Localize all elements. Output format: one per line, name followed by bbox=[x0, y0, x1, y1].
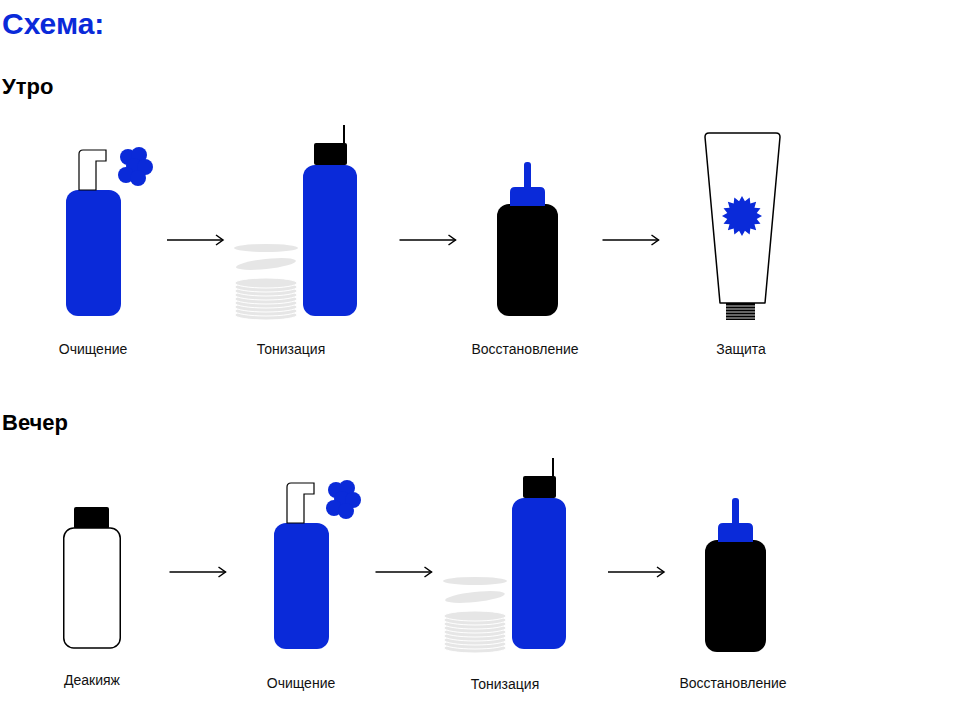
step-node: Тонизация bbox=[443, 456, 567, 695]
cream-tube-icon bbox=[703, 131, 782, 340]
flow-arrow bbox=[167, 235, 223, 245]
step-label: Очищение bbox=[267, 674, 336, 692]
step-label: Деакияж bbox=[64, 671, 120, 689]
toner-bottle-icon bbox=[443, 456, 567, 675]
step-label: Восстановление bbox=[471, 340, 578, 358]
plain-bottle-icon bbox=[63, 505, 121, 671]
dropper-bottle-icon bbox=[497, 160, 558, 340]
step-node: Восстановление bbox=[497, 160, 558, 360]
diagram-title: Схема: bbox=[2, 6, 104, 42]
step-node: Очищение bbox=[274, 478, 364, 694]
flow-arrow bbox=[603, 235, 659, 245]
flow-arrow bbox=[170, 567, 226, 577]
pump-bottle-icon bbox=[66, 145, 156, 340]
step-label: Восстановление bbox=[679, 674, 786, 692]
step-label: Тонизация bbox=[471, 675, 539, 693]
section-heading: Утро bbox=[2, 74, 53, 100]
step-node: Защита bbox=[703, 131, 782, 360]
step-label: Тонизация bbox=[257, 340, 325, 358]
flow-arrow bbox=[400, 235, 456, 245]
step-node: Тонизация bbox=[234, 123, 358, 360]
step-label: Защита bbox=[716, 340, 766, 358]
step-node: Очищение bbox=[66, 145, 156, 360]
dropper-bottle-icon bbox=[705, 496, 766, 674]
step-node: Деакияж bbox=[63, 505, 121, 691]
flow-arrow bbox=[376, 567, 432, 577]
section-heading: Вечер bbox=[2, 410, 68, 436]
pump-bottle-icon bbox=[274, 478, 364, 674]
step-label: Очищение bbox=[59, 340, 128, 358]
step-node: Восстановление bbox=[705, 496, 766, 694]
flow-arrow bbox=[608, 567, 664, 577]
toner-bottle-icon bbox=[234, 123, 358, 340]
